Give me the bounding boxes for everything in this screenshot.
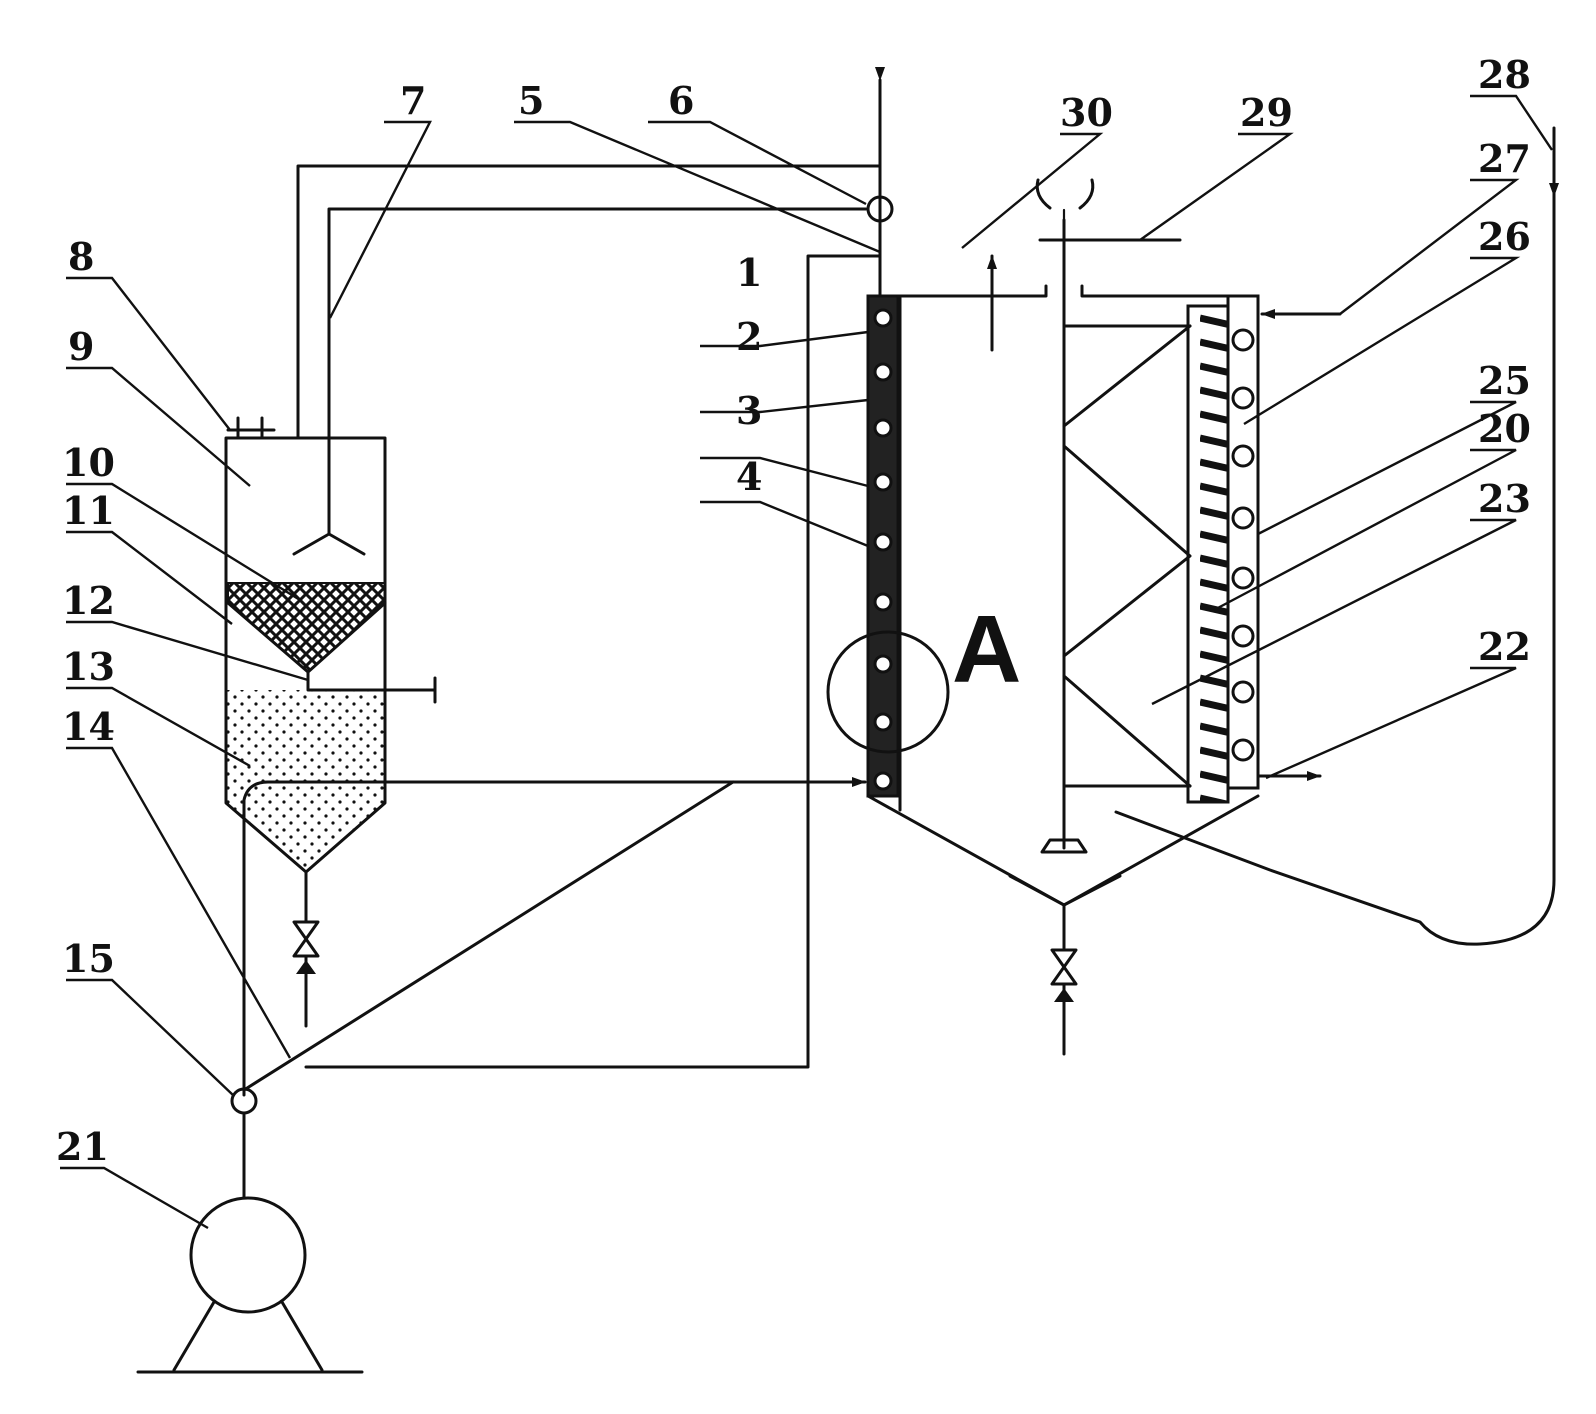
label-1: 1 xyxy=(736,250,762,295)
valve-6 xyxy=(866,195,894,223)
detail-mark-a: A xyxy=(952,596,1021,703)
reactor xyxy=(826,126,1559,1056)
label-7: 7 xyxy=(400,78,426,123)
label-30: 30 xyxy=(1060,90,1113,135)
label-6: 6 xyxy=(668,78,694,123)
left-vessel xyxy=(224,416,437,1097)
leader-lines xyxy=(60,94,1553,1230)
label-25: 25 xyxy=(1478,358,1531,403)
label-10: 10 xyxy=(62,440,115,485)
label-group: 1 2 3 4 5 6 7 8 9 10 11 12 13 14 15 20 2… xyxy=(56,52,1531,1169)
label-3: 3 xyxy=(736,388,762,433)
label-21: 21 xyxy=(56,1124,109,1169)
label-15: 15 xyxy=(62,936,115,981)
label-20: 20 xyxy=(1478,406,1531,451)
filter-media-layer xyxy=(227,582,386,674)
label-8: 8 xyxy=(68,234,94,279)
label-14: 14 xyxy=(62,704,115,749)
label-2: 2 xyxy=(736,314,762,359)
pump-21 xyxy=(136,1196,364,1374)
label-4: 4 xyxy=(736,454,762,499)
label-5: 5 xyxy=(518,78,544,123)
label-28: 28 xyxy=(1478,52,1531,97)
label-22: 22 xyxy=(1478,624,1531,669)
label-29: 29 xyxy=(1240,90,1293,135)
label-9: 9 xyxy=(68,324,94,369)
label-12: 12 xyxy=(62,578,115,623)
label-11: 11 xyxy=(62,488,115,533)
label-23: 23 xyxy=(1478,476,1531,521)
label-27: 27 xyxy=(1478,136,1531,181)
label-26: 26 xyxy=(1478,214,1531,259)
label-13: 13 xyxy=(62,644,115,689)
piping xyxy=(230,67,894,1199)
